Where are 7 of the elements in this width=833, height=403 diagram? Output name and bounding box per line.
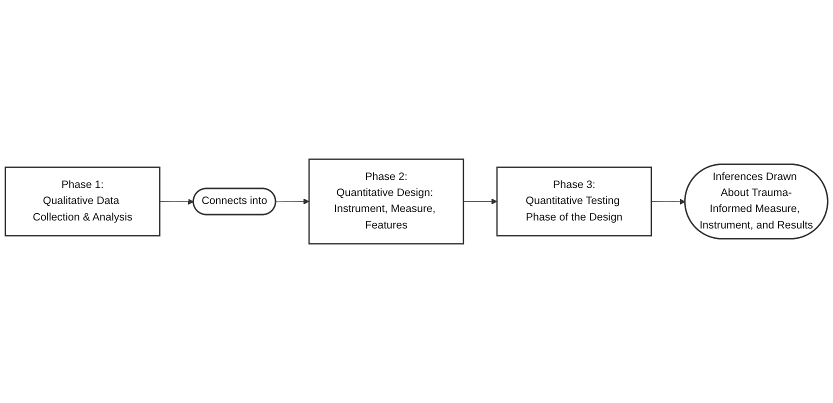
node-box: Phase 1: Qualitative Data Collection & Analysis [4,166,160,236]
arrow [159,198,194,205]
arrow [463,198,498,204]
arrow [276,198,310,204]
arrow [651,198,686,205]
node-box: Phase 3: Quantitative Testing Phase of the Design [496,166,652,236]
node-box: Phase 2: Quantitative Design: Instrument, Measure, Features [308,158,464,244]
